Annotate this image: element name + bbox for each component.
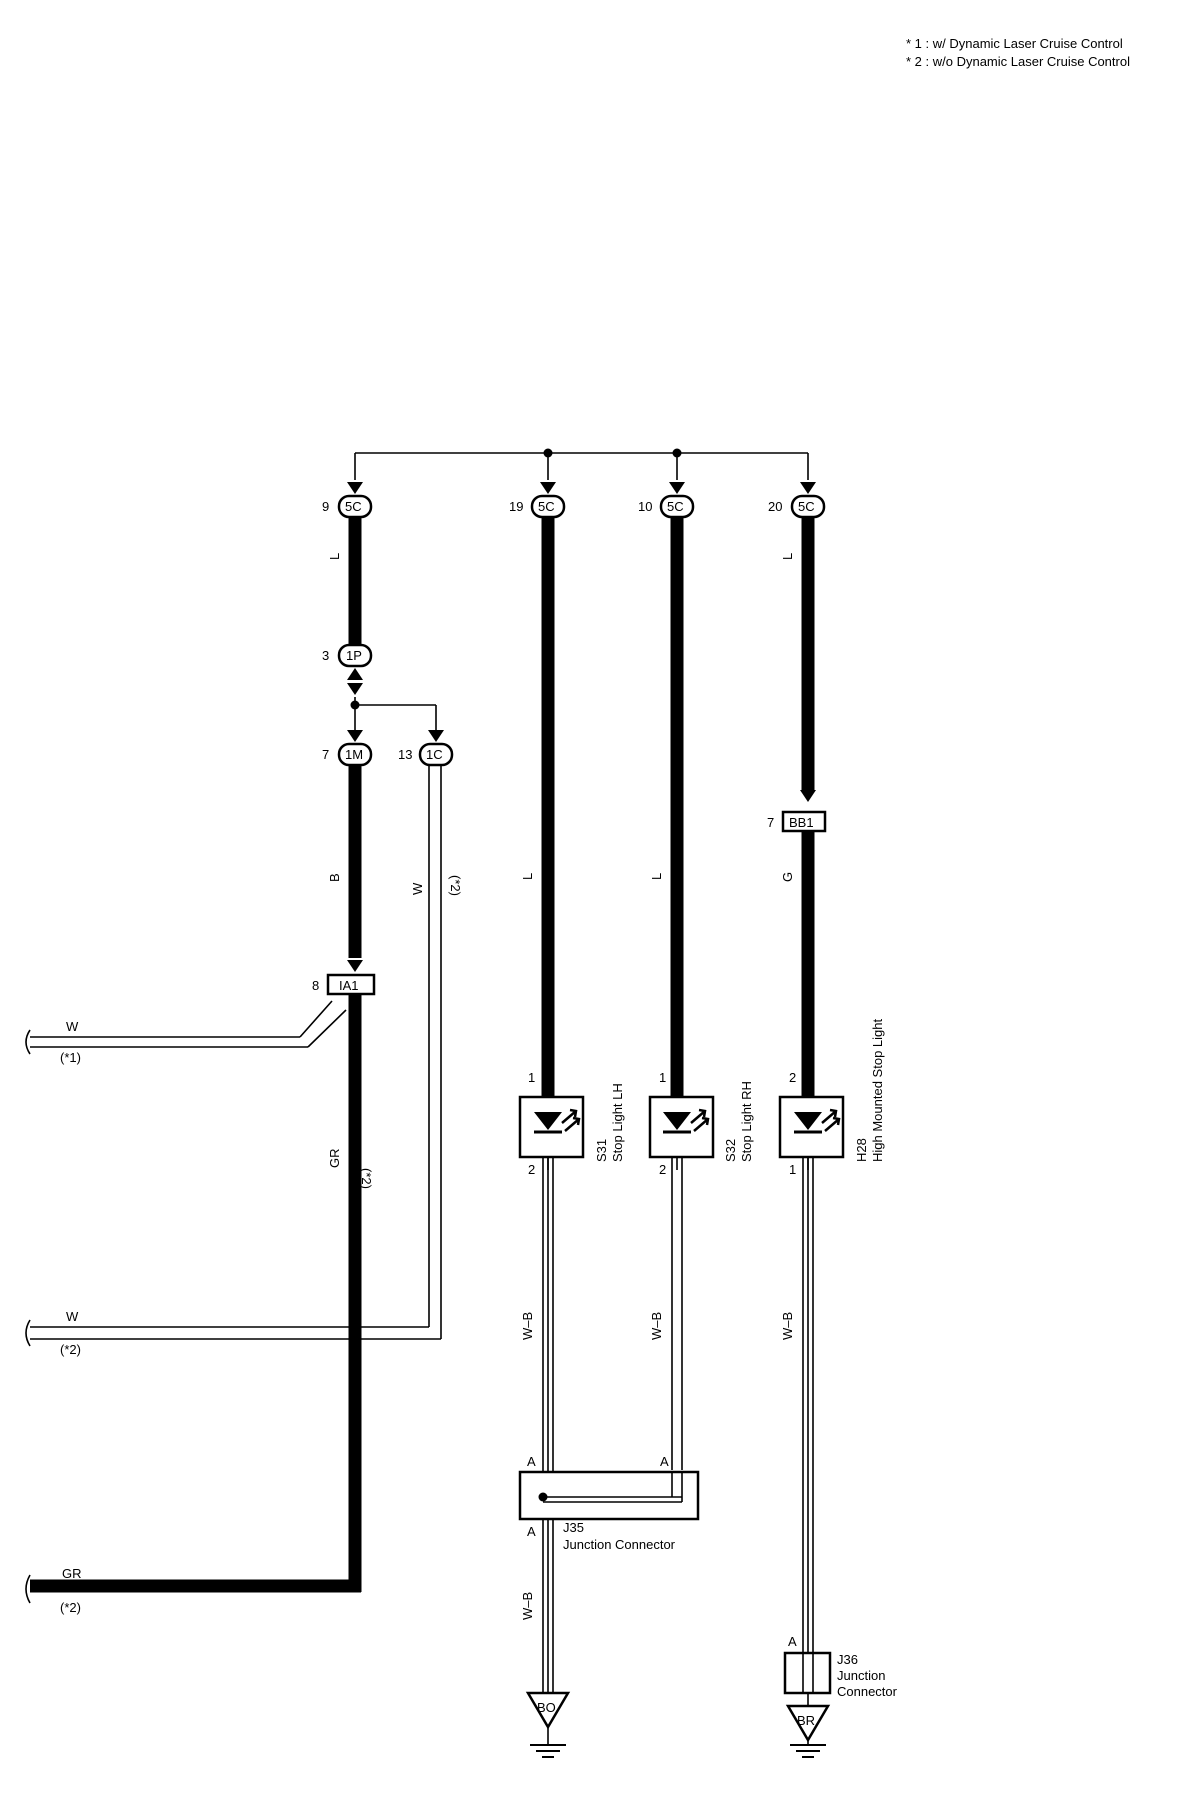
wire-break-marks — [25, 1029, 31, 1604]
pin-number: 2 — [659, 1162, 666, 1177]
wire-label-g: G — [780, 872, 795, 882]
connector-code: 1C — [426, 747, 443, 762]
wire-label-wb: W–B — [780, 1312, 795, 1340]
component-name-s32: Stop Light RH — [739, 1081, 754, 1162]
chevron-bb1 — [800, 790, 816, 802]
wire-wb-col3 — [671, 1158, 683, 1470]
note-1: * 1 : w/ Dynamic Laser Cruise Control — [906, 36, 1123, 51]
component-code-s31: S31 — [594, 1139, 609, 1162]
ground-code-bo: BO — [537, 1700, 556, 1715]
stop-light-lh — [518, 1095, 585, 1170]
j35-code: J35 — [563, 1520, 584, 1535]
pin-number: 1 — [659, 1070, 666, 1085]
connector-code: BB1 — [789, 815, 814, 830]
wire-label-wb: W–B — [649, 1312, 664, 1340]
pin-number: 1 — [528, 1070, 535, 1085]
component-code-s32: S32 — [723, 1139, 738, 1162]
wire-label-l: L — [327, 553, 342, 560]
chevrons-1p — [347, 668, 363, 695]
pin-number: 20 — [768, 499, 782, 514]
wire-label-l: L — [649, 873, 664, 880]
wire-label-l: L — [520, 873, 535, 880]
connector-code: IA1 — [339, 978, 359, 993]
connector-5c-pin9: 5C 9 — [322, 494, 373, 519]
connector-5c-pin10: 5C 10 — [638, 494, 695, 519]
wire-label-l: L — [780, 553, 795, 560]
connector-1c: 1C 13 — [398, 742, 454, 767]
pin-number: 9 — [322, 499, 329, 514]
pin-a-j35-bottom: A — [527, 1524, 536, 1539]
pin-number: 2 — [789, 1070, 796, 1085]
connector-code: 5C — [798, 499, 815, 514]
wire-wb-col4 — [802, 1158, 814, 1652]
junction-connector-j35 — [518, 1470, 700, 1521]
j36-code: J36 — [837, 1652, 858, 1667]
wire-label-gr: GR — [327, 1149, 342, 1169]
junction-connector-j36 — [783, 1651, 832, 1705]
j36-name-line1: Junction — [837, 1668, 885, 1683]
note-2: * 2 : w/o Dynamic Laser Cruise Control — [906, 54, 1130, 69]
ground-bo — [525, 1691, 571, 1758]
wire-note-gr: (*2) — [359, 1168, 374, 1189]
chevron-ia1 — [347, 960, 363, 972]
pin-number: 7 — [322, 747, 329, 762]
connector-code: 1P — [346, 648, 362, 663]
connector-ia1: IA1 8 — [312, 973, 376, 996]
connector-1m: 1M 7 — [322, 742, 373, 767]
high-mounted-stop-light — [778, 1095, 845, 1170]
left-wire-note-2: (*2) — [60, 1342, 81, 1357]
connector-5c-pin20: 5C 20 — [768, 494, 826, 519]
j36-name-line2: Connector — [837, 1684, 898, 1699]
pin-number: 8 — [312, 978, 319, 993]
connector-code: 5C — [538, 499, 555, 514]
connector-1p: 1P 3 — [322, 643, 373, 668]
pin-number: 1 — [789, 1162, 796, 1177]
left-wire-note-3: (*2) — [60, 1600, 81, 1615]
stop-light-rh — [648, 1095, 715, 1170]
left-wire-color-3: GR — [62, 1566, 82, 1581]
wire-wb-col2 — [542, 1158, 554, 1692]
pin-number: 2 — [528, 1162, 535, 1177]
top-bus — [354, 448, 809, 480]
pin-number: 19 — [509, 499, 523, 514]
wire-label-wb: W–B — [520, 1312, 535, 1340]
ground-code-br: BR — [797, 1713, 815, 1728]
wire-w-star1 — [30, 1000, 347, 1048]
pin-number: 10 — [638, 499, 652, 514]
chevrons-5c — [347, 482, 816, 494]
left-wire-note-1: (*1) — [60, 1050, 81, 1065]
branch-1c — [347, 697, 444, 742]
component-name-h28: High Mounted Stop Light — [870, 1019, 885, 1162]
wire-label-w: W — [410, 882, 425, 895]
connector-5c-pin19: 5C 19 — [509, 494, 566, 519]
connector-bb1: BB1 7 — [767, 810, 827, 833]
wire-label-wb: W–B — [520, 1592, 535, 1620]
pin-number: 3 — [322, 648, 329, 663]
connector-code: 5C — [667, 499, 684, 514]
connector-code: 5C — [345, 499, 362, 514]
pin-number: 13 — [398, 747, 412, 762]
pin-a-j35-left: A — [527, 1454, 536, 1469]
left-wire-color-1: W — [66, 1019, 79, 1034]
wire-label-b: B — [327, 873, 342, 882]
ground-br — [785, 1704, 831, 1758]
component-name-s31: Stop Light LH — [610, 1083, 625, 1162]
wire-w-star2 — [30, 766, 442, 1340]
pin-a-j36: A — [788, 1634, 797, 1649]
wire-note-w: (*2) — [448, 875, 463, 896]
connector-code: 1M — [345, 747, 363, 762]
pin-a-j35-right: A — [660, 1454, 669, 1469]
left-wire-color-2: W — [66, 1309, 79, 1324]
pin-number: 7 — [767, 815, 774, 830]
j35-name: Junction Connector — [563, 1537, 676, 1552]
component-code-h28: H28 — [854, 1138, 869, 1162]
